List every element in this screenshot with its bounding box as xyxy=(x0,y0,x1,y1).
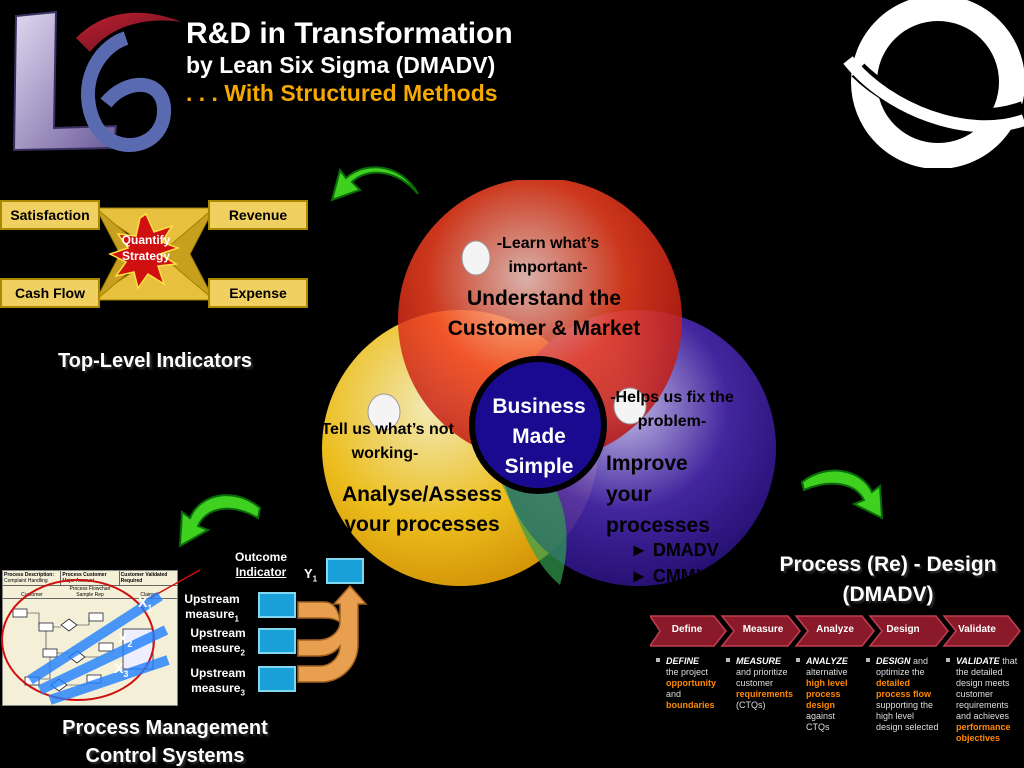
thought-cloud-icon xyxy=(613,387,647,425)
upstream-graph-1-icon xyxy=(258,592,296,618)
expense-box: Expense xyxy=(208,278,308,308)
green-arrow-right-icon xyxy=(800,469,884,520)
revenue-box: Revenue xyxy=(208,200,308,230)
process-redesign-heading-line1: Process (Re) - Design xyxy=(779,553,997,576)
analyze-detail: ANALYZE alternative high level process d… xyxy=(796,656,860,733)
green-arrow-top-icon xyxy=(330,166,419,202)
cash-flow-box: Cash Flow xyxy=(0,278,100,308)
bullet-icon xyxy=(796,658,800,662)
dmadv-chevron-row: Define Measure Analyze Design Validate xyxy=(650,614,1022,648)
quantify-strategy-label: Quantify Strategy xyxy=(121,233,171,263)
title-line-3: . . . With Structured Methods xyxy=(186,79,498,106)
cash-flow-label: Cash Flow xyxy=(14,285,85,301)
six-sigma-logo xyxy=(12,10,182,152)
venn-center-circle xyxy=(469,356,607,494)
upstream-measure-2-label: Upstream measure2 xyxy=(190,626,246,658)
process-management-heading: Process Management Control Systems xyxy=(62,717,268,767)
venn-red-subtitle: -Learn what’s important- xyxy=(496,235,600,276)
doc-flow-title: Process Flowchart xyxy=(69,586,111,592)
x3-label: X3 xyxy=(114,660,129,679)
indicators-cross xyxy=(88,207,222,301)
satisfaction-box: Satisfaction xyxy=(0,200,100,230)
green-arrow-left-icon xyxy=(178,494,262,548)
merge-arrow-icon xyxy=(297,584,368,683)
step-validate: Validate xyxy=(958,624,996,635)
title-line-1: R&D in Transformation xyxy=(186,17,513,50)
slide-title: R&D in Transformation by Lean Six Sigma … xyxy=(186,16,513,107)
venn-red-main: Understand the Customer & Market xyxy=(447,287,641,340)
venn-diagram xyxy=(322,180,776,586)
bullet-icon xyxy=(656,658,660,662)
define-detail: DEFINE the project opportunity and bound… xyxy=(656,656,724,711)
control-overlay xyxy=(1,569,201,705)
step-design: Design xyxy=(886,624,920,635)
title-line-2: by Lean Six Sigma (DMADV) xyxy=(186,52,496,78)
expense-label: Expense xyxy=(229,285,287,301)
venn-blue-item-cmmi: ► CMMI xyxy=(630,566,701,586)
outcome-indicator-label: Outcome Indicator xyxy=(234,550,287,579)
thought-cloud-icon xyxy=(367,393,401,431)
venn-blue-main: Improve your processes xyxy=(606,452,710,537)
satisfaction-label: Satisfaction xyxy=(10,207,90,223)
y1-label: Y1 xyxy=(304,566,318,584)
top-level-indicators-heading: Top-Level Indicators xyxy=(57,350,253,372)
process-redesign-heading-line2: (DMADV) xyxy=(842,583,934,606)
venn-yellow-main: Analyse/Assess your processes xyxy=(342,483,502,536)
venn-yellow-subtitle: -Tell us what’s not working- xyxy=(316,421,454,462)
design-detail: DESIGN and optimize the detailed process… xyxy=(866,656,940,733)
chevron-shapes xyxy=(650,615,1021,647)
upstream-measure-3-label: Upstream measure3 xyxy=(190,666,246,698)
x2-label: X2 xyxy=(118,630,133,649)
upstream-measure-1-label: Upstream measure1 xyxy=(184,592,240,624)
outcome-graph-icon xyxy=(326,558,364,584)
measure-detail: MEASURE and prioritize customer requirem… xyxy=(726,656,798,711)
venn-blue-subtitle: -Helps us fix the problem- xyxy=(610,389,734,430)
step-analyze: Analyze xyxy=(816,624,854,635)
venn-blue-item-dmadv: ► DMADV xyxy=(630,540,719,560)
business-made-simple: Business Made Simple xyxy=(492,395,586,478)
doc-columns: Customer Sample Rep Claims xyxy=(3,592,177,599)
process-redesign-heading: Process (Re) - Design (DMADV) xyxy=(752,550,1024,610)
company-logo xyxy=(843,0,1024,168)
upstream-graph-3-icon xyxy=(258,666,296,692)
x1-label: X1 xyxy=(138,594,153,613)
validate-detail: VALIDATE that the detailed design meets … xyxy=(946,656,1018,744)
step-measure: Measure xyxy=(742,624,784,635)
bullet-icon xyxy=(946,658,950,662)
thought-cloud-icon xyxy=(461,240,491,276)
revenue-label: Revenue xyxy=(228,207,288,223)
bullet-icon xyxy=(726,658,730,662)
upstream-graph-2-icon xyxy=(258,628,296,654)
step-define: Define xyxy=(671,624,703,635)
bullet-icon xyxy=(866,658,870,662)
